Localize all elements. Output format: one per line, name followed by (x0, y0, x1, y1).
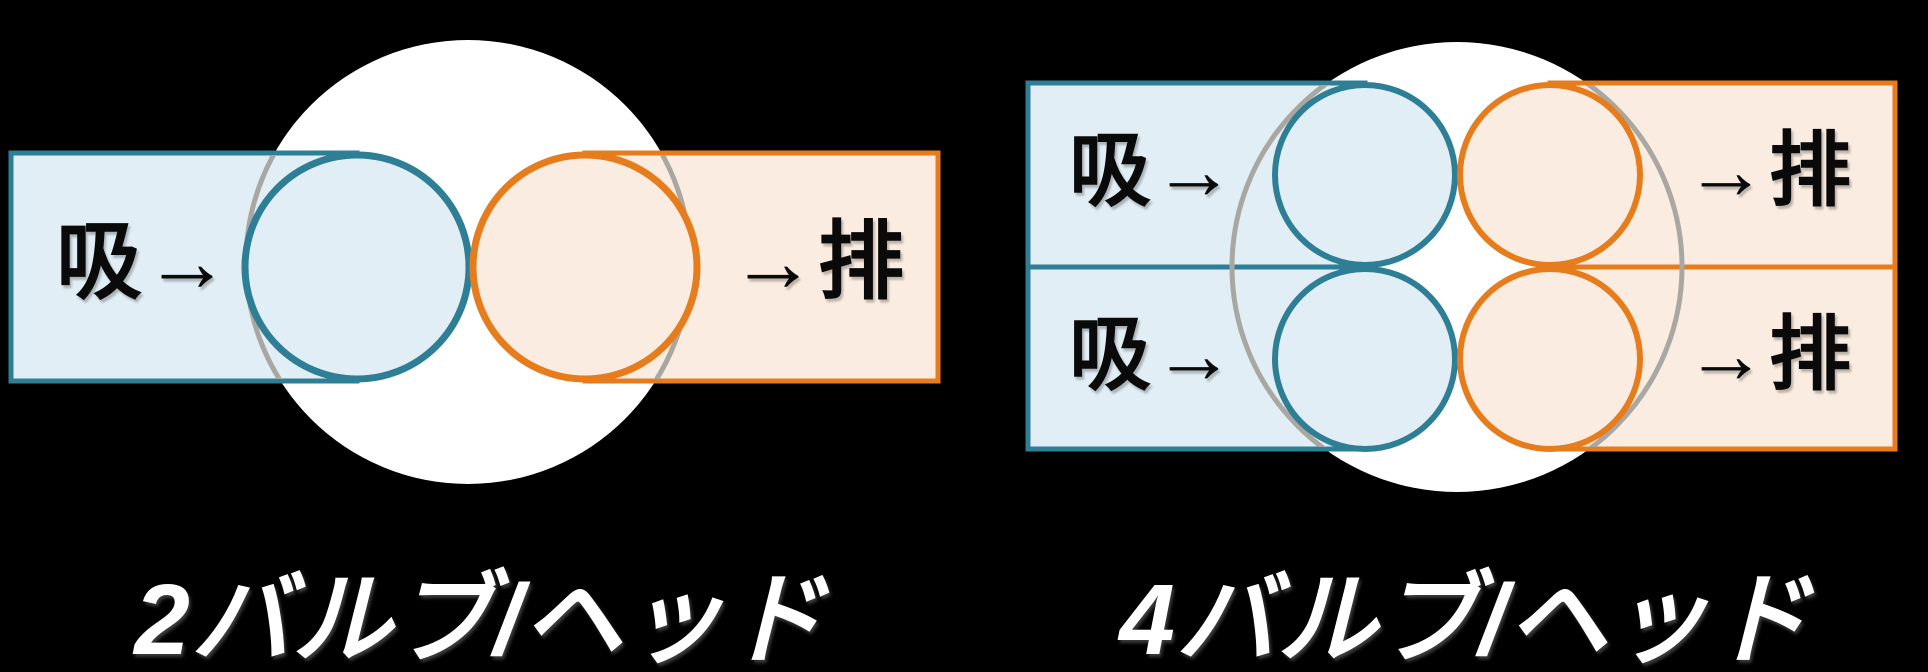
exhaust-label: →排 (730, 214, 906, 310)
intake-label-upper: 吸→ (1069, 126, 1237, 217)
caption-2-valve: 2バルブ/ヘッド (132, 564, 829, 672)
exhaust-label-upper: →排 (1685, 126, 1853, 217)
intake-valve-circle-upper (1272, 82, 1458, 268)
exhaust-valve-circle (469, 151, 701, 383)
cylinder-bore-outline (1229, 85, 1685, 447)
exhaust-label-lower: →排 (1685, 310, 1853, 401)
exhaust-valve-circle-lower (1457, 266, 1643, 452)
two-valve-diagram: 吸→ →排 2バルブ/ヘッド (8, 40, 941, 672)
caption-4-valve: 4バルブ/ヘッド (1117, 564, 1814, 672)
intake-label: 吸→ (56, 214, 232, 310)
four-valve-diagram: 吸→ 吸→ →排 →排 4バルブ/ヘッド (1025, 42, 1898, 672)
intake-valve-circle-lower (1272, 266, 1458, 452)
intake-valve-circle (241, 151, 473, 383)
exhaust-valve-circle-upper (1457, 82, 1643, 268)
intake-label-lower: 吸→ (1069, 310, 1237, 401)
